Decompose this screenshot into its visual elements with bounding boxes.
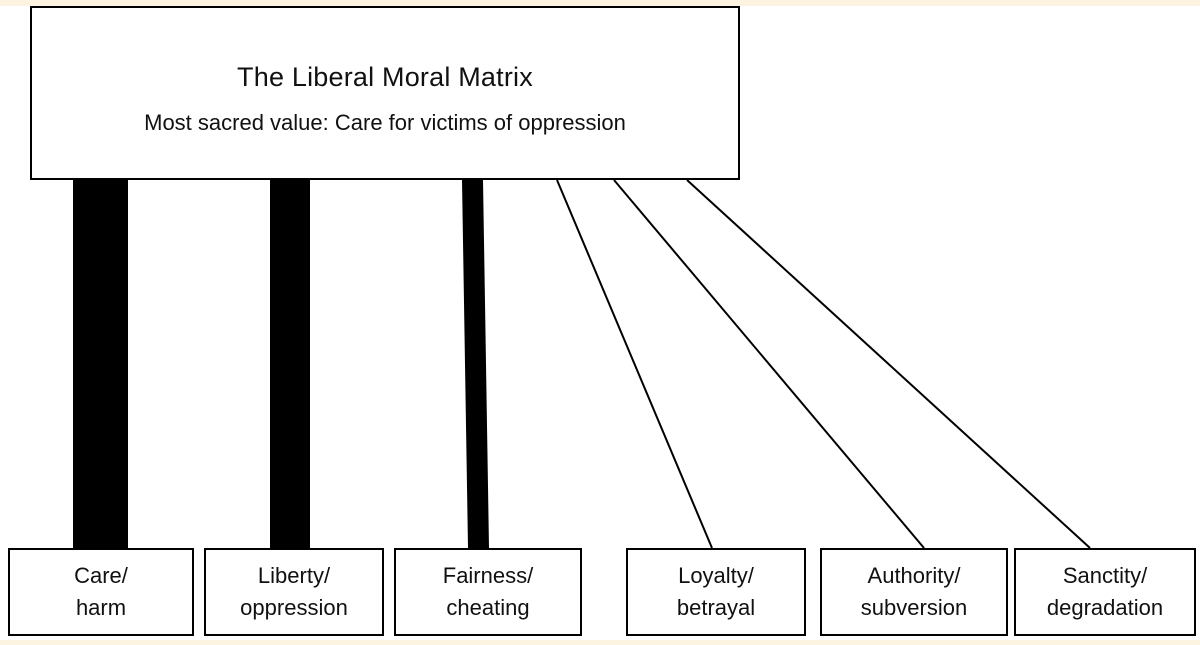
foundation-liberty-line1: Liberty/ (257, 563, 331, 588)
connector-loyalty (556, 179, 713, 549)
foundation-care-line2: harm (75, 595, 127, 620)
foundation-sanctity-line1: Sanctity/ (1062, 563, 1148, 588)
connector-fairness (462, 180, 489, 548)
matrix-title-box: The Liberal Moral Matrix Most sacred val… (30, 6, 740, 180)
connector-sanctity (686, 179, 1091, 549)
foundation-sanctity: Sanctity/ degradation (1014, 548, 1196, 636)
foundation-fairness: Fairness/ cheating (394, 548, 582, 636)
connector-liberty (270, 180, 310, 548)
foundation-liberty: Liberty/ oppression (204, 548, 384, 636)
foundation-fairness-line2: cheating (446, 595, 530, 620)
foundation-care-line1: Care/ (74, 563, 128, 588)
foundation-authority-line2: subversion (860, 595, 968, 620)
foundation-authority: Authority/ subversion (820, 548, 1008, 636)
foundation-liberty-line2: oppression (240, 595, 348, 620)
foundation-loyalty-line2: betrayal (676, 595, 756, 620)
top-border (0, 0, 1200, 6)
foundation-sanctity-line2: degradation (1046, 595, 1164, 620)
connector-care (73, 180, 128, 548)
matrix-title: The Liberal Moral Matrix (237, 62, 533, 92)
foundation-authority-line1: Authority/ (867, 563, 961, 588)
connector-authority (613, 179, 925, 549)
foundation-loyalty: Loyalty/ betrayal (626, 548, 806, 636)
foundation-fairness-line1: Fairness/ (442, 563, 534, 588)
bottom-border (0, 640, 1200, 645)
foundation-loyalty-line1: Loyalty/ (678, 563, 754, 588)
matrix-subtitle: Most sacred value: Care for victims of o… (144, 110, 626, 135)
foundation-care: Care/ harm (8, 548, 194, 636)
